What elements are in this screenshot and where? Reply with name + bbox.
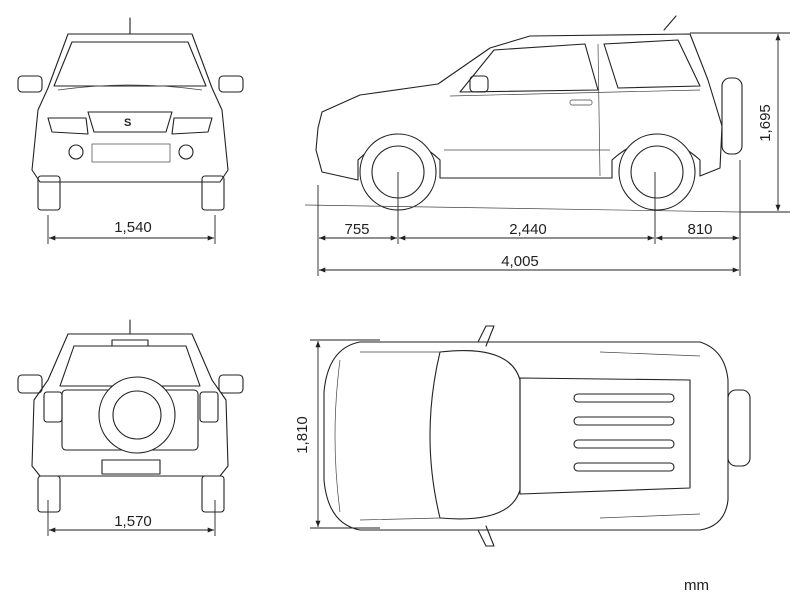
front-view: S <box>17 17 244 211</box>
wheelbase-label: 2,440 <box>509 221 547 238</box>
side-view <box>304 15 743 213</box>
overall-height-label: 1,695 <box>757 104 774 142</box>
rear-overhang-label: 810 <box>687 221 712 238</box>
svg-text:S: S <box>124 117 131 129</box>
rear-view <box>17 319 244 513</box>
top-view <box>323 325 751 547</box>
front-track-width-label: 1,540 <box>114 219 152 236</box>
overall-length-label: 4,005 <box>501 253 539 270</box>
front-overhang-label: 755 <box>344 221 369 238</box>
overall-width-label: 1,810 <box>294 416 311 454</box>
unit-label: mm <box>684 577 709 594</box>
rear-track-width-label: 1,570 <box>114 513 152 530</box>
